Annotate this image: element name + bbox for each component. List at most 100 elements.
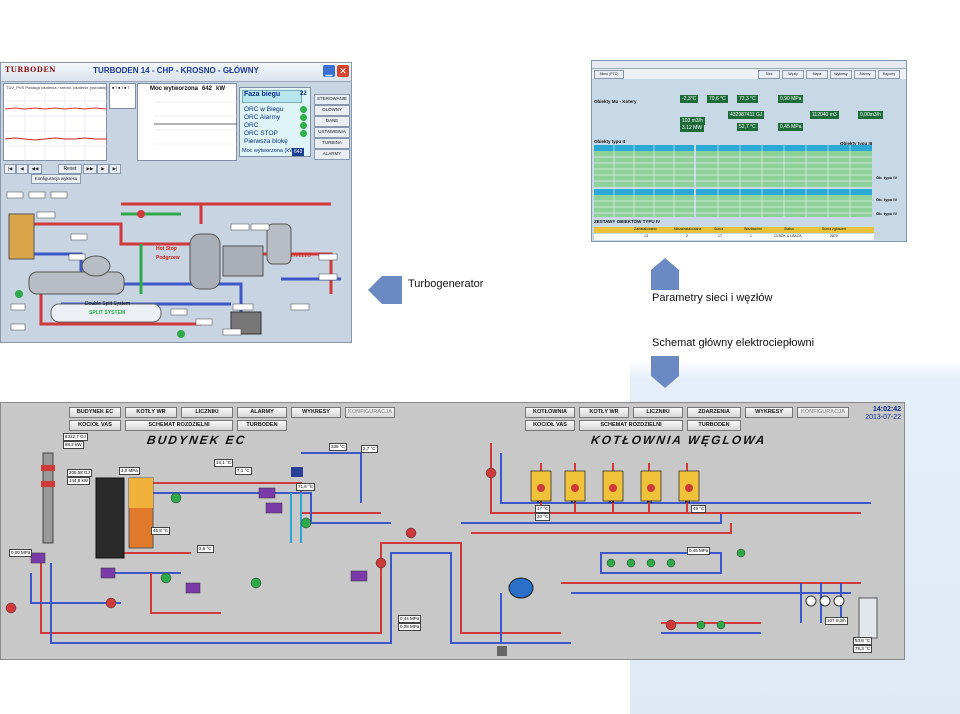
nav-button[interactable]: SCHEMAT ROZDZIELNI (579, 420, 683, 431)
heading-table-b: Obiekty typu III (840, 141, 873, 146)
readout: 112040 m3 (810, 111, 839, 119)
status-led-icon (300, 122, 307, 129)
tab[interactable]: Węzły (782, 70, 804, 79)
nav-button[interactable]: KONFIGURACJA (345, 407, 395, 418)
value-readout: 0,44 MPa (398, 615, 422, 623)
main-scheme-caption: Schemat główny elektrociepłowni (652, 337, 815, 349)
footer-header: Status (784, 227, 794, 231)
status-led-icon (300, 130, 307, 137)
boiler-label: K3 (609, 499, 615, 504)
row-label: Ob. typu IV (876, 211, 898, 216)
heading-table-a: Obiekty typu II (594, 139, 626, 144)
window-title: TURBODEN 14 - CHP - KROSNO - GŁÓWNY (93, 66, 259, 75)
value-readout: 2,7 °C (361, 445, 378, 453)
nav-button[interactable]: TURBODEN (237, 420, 287, 431)
power-label: Moc wytworzona (150, 86, 199, 92)
network-window: Mimo (PTC) Sieć Węzły Mapa Wykresy Alarm… (591, 60, 907, 242)
value-readout: 0,00 MPa (9, 549, 33, 557)
nav-next-button[interactable]: ▶ (97, 164, 109, 174)
nav-last-button[interactable]: ▶| (109, 164, 121, 174)
side-button[interactable]: STEROWANIE (314, 94, 350, 105)
footer-header: Suma zgłoszeń (822, 227, 846, 231)
side-button[interactable]: DANE HISTORYCZNE (314, 116, 350, 131)
side-button[interactable]: TURBINA (314, 138, 350, 149)
boiler-label: K5 (685, 499, 691, 504)
trend-header: TUV_PVS Podacja ciśnienia / średni, ciśn… (6, 85, 107, 90)
reset-button[interactable]: Reset (58, 164, 82, 174)
side-button[interactable]: GŁÓWNY (314, 105, 350, 116)
footer-value: 2870 (830, 234, 838, 238)
nav-button[interactable]: BUDYNEK EC (69, 407, 121, 418)
boiler-label: K1 (537, 499, 543, 504)
tab[interactable]: Alarmy (854, 70, 876, 79)
nav-button[interactable]: KONFIGURACJA (797, 407, 849, 418)
chart-config-button[interactable]: Konfiguracja wykresu (31, 174, 81, 184)
nav-button[interactable]: LICZNIKI (181, 407, 233, 418)
up-arrow-icon (651, 258, 679, 290)
nav-prev-button[interactable]: ◀ (16, 164, 28, 174)
tabbar: Mimo (PTC) Sieć Węzły Mapa Wykresy Alarm… (592, 69, 906, 79)
row-label: Ob. typu IV (876, 197, 898, 202)
nav-first-button[interactable]: |◀ (4, 164, 16, 174)
preheat-label: Podgrzew (156, 255, 180, 261)
nav-button[interactable]: ALARMY (237, 407, 287, 418)
nav-rewind-button[interactable]: ◀◀ (28, 164, 42, 174)
trend-chart-left: TUV_PVS Podacja ciśnienia / średni, ciśn… (3, 83, 107, 161)
phase-label: Faza biegu (244, 91, 281, 98)
level-label: LIVELLO (291, 253, 312, 259)
tab[interactable]: Wykresy (830, 70, 852, 79)
minimize-icon[interactable]: ▁ (323, 65, 335, 77)
value-readout: 7,1 °C (235, 467, 252, 475)
process-diagram (6, 191, 341, 338)
footer-value-row: 13 2 17 1 CLBOK & LAACA 2870 (594, 234, 874, 240)
nav-button[interactable]: KOTŁY WR (579, 407, 629, 418)
clock-date: 2013-07-22 (865, 414, 901, 421)
close-icon[interactable]: ✕ (337, 65, 349, 77)
hot-stop-label: Hot Stop (156, 246, 177, 252)
footer-header: Niezainstalowane (674, 227, 702, 231)
nav-button[interactable]: LICZNIKI (633, 407, 683, 418)
footer-value: 2 (686, 234, 688, 238)
footer-header: Suma (714, 227, 724, 231)
value-readout: 17 °C (535, 505, 551, 513)
status-panel: Faza biegu 22 ORC w Biegu ORC Alarmy ORC… (239, 87, 311, 157)
value-readout: 53,8 °C (853, 637, 873, 645)
trend-plot (5, 91, 107, 161)
value-readout: 45,8 °C (151, 527, 171, 535)
side-button[interactable]: ALARMY (314, 149, 350, 160)
readout: 0,45 MPa (778, 123, 804, 131)
nav-button[interactable]: KOTŁY WR (125, 407, 177, 418)
value-readout: 335 °C (329, 443, 347, 451)
nav-button[interactable]: SCHEMAT ROZDZIELNI (125, 420, 233, 431)
value-readout: 107 m3/h (825, 617, 848, 625)
nav-button[interactable]: KOCIOŁ VAS (525, 420, 575, 431)
value-readout: 20 °C (535, 513, 551, 521)
footer-value: CLBOK & LAACA (774, 234, 802, 238)
status-row: ORC w Biegu (244, 106, 284, 113)
row-label: Ob. typu IV (876, 175, 898, 180)
readout: 103 m3/h (680, 117, 705, 125)
footer-header-row: Zainstalowano Niezainstalowane Suma Wezł… (594, 227, 874, 233)
tab[interactable]: Mapa (806, 70, 828, 79)
nav-button[interactable]: ZDARZENIA (687, 407, 741, 418)
side-button[interactable]: USTAWIENIA (314, 127, 350, 138)
value-readout: 3,0 MPa (119, 467, 140, 475)
status-row: ORC STOP (244, 130, 278, 137)
nav-button[interactable]: TURBODEN (687, 420, 741, 431)
tab[interactable]: Sieć (758, 70, 780, 79)
value-readout: 71,6 °C (296, 483, 316, 491)
nav-button[interactable]: KOTŁOWNIA (525, 407, 575, 418)
tab[interactable]: Mimo (PTC) (594, 70, 624, 79)
turbogenerator-caption: Turbogenerator (408, 278, 484, 290)
value-readout: 78,3 °C (853, 645, 873, 653)
status-led-icon (300, 114, 307, 121)
power-value: 642 (202, 86, 213, 92)
tab[interactable]: Raporty (878, 70, 900, 79)
nav-button[interactable]: WYKRESY (291, 407, 341, 418)
nav-button[interactable]: KOCIOŁ VAS (69, 420, 121, 431)
value-readout: 88,2 kW (63, 441, 84, 449)
status-row: Pierwsza blokę (244, 138, 288, 145)
nav-button[interactable]: WYKRESY (745, 407, 793, 418)
nav-forward-button[interactable]: ▶▶ (83, 164, 97, 174)
window-topbar (592, 61, 906, 69)
